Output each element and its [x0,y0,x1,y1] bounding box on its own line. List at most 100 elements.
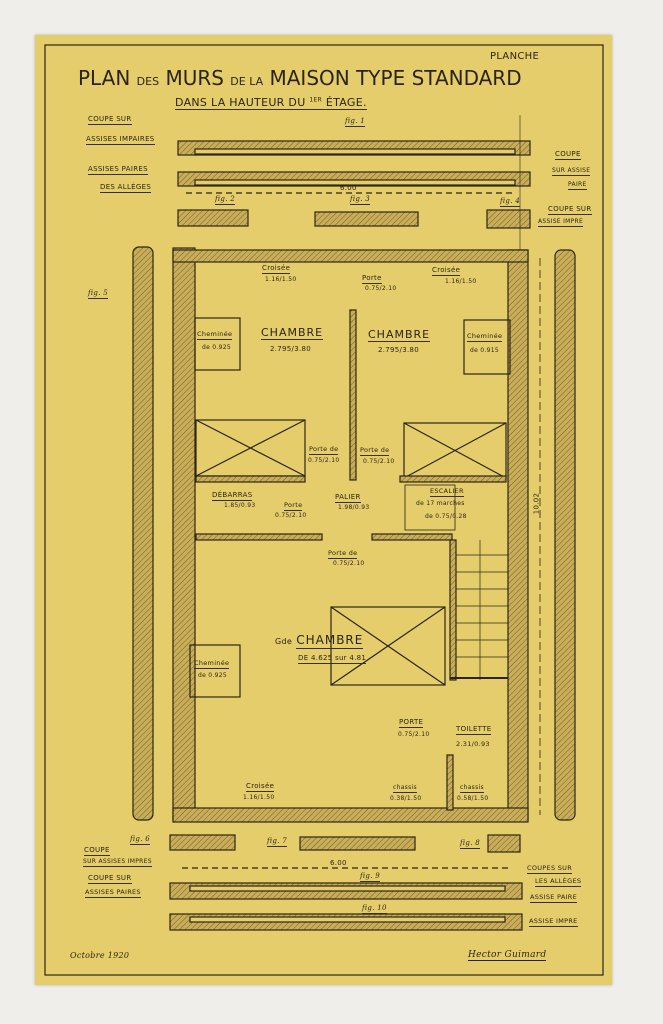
partition [371,533,453,541]
stair-wall [449,539,457,681]
porte-de-1-label: Porte de [309,445,339,455]
fig5-label: fig. 5 [88,289,109,299]
croisee-2-dim: 1.16/1.50 [445,278,477,285]
date: Octobre 1920 [70,951,130,960]
cheminee-1-label: Cheminée [197,330,233,340]
chambre-2-dim: 2.795/3.80 [378,346,419,354]
porte-debarras-dim: 0.75/2.10 [275,512,307,519]
fireplace-3 [189,644,241,698]
label-coupe-sur-bottom: Coupe sur [88,874,132,884]
signature: Hector Guimard [468,950,547,961]
toilet-partition [446,754,454,811]
fireplace-2 [463,319,511,375]
porte-debarras-label: Porte [284,501,303,511]
south-wall [172,807,529,823]
porte-de-3-label: Porte de [328,549,358,559]
label-assise-imp-bottom: Assise impre [529,917,578,927]
cheminee-1-dim: de 0.925 [202,344,231,351]
fig6-label: fig. 6 [130,835,151,845]
fig7-wall [299,836,416,851]
label-paire: paire [568,181,587,190]
label-des-alleges: des Allèges [100,183,152,193]
chassis-2-dim: 0.58/1.50 [457,795,489,802]
height-dimension: 10.02 [532,492,541,515]
grande-chambre-dim: DE 4.625 sur 4.81 [298,654,367,664]
label-coupe-bottom: Coupe [84,846,110,856]
east-wall [507,249,529,821]
porte-toilette-label: PORTE [399,718,424,728]
escalier-marches: de 17 marches [416,500,465,507]
porte-de-2-label: Porte de [360,446,390,456]
fig6-wall [169,834,236,851]
west-wall [172,247,196,821]
cheminee-2-label: Cheminée [467,332,503,342]
fig10-label: fig. 10 [362,904,387,914]
label-coupe: Coupe [555,150,581,160]
toilette-dim: 2.31/0.93 [456,740,490,748]
escalier-dim: de 0.75/0.28 [425,513,467,520]
fig9-label: fig. 9 [360,872,381,882]
label-les-alleges: les Allèges [535,877,582,887]
central-partition [349,309,357,481]
stair-box [404,484,456,531]
chassis-1-dim: 0.38/1.50 [390,795,422,802]
fig3-wall [314,211,419,227]
porte-toilette-dim: 0.75/2.10 [398,731,430,738]
croisee-1-label: Croisée [262,264,291,274]
fireplace-1 [194,317,241,371]
croisee-2-label: Croisée [432,266,461,276]
title: PLAN DES MURS DE LA MAISON TYPE STANDARD [78,66,522,90]
partition [399,475,507,483]
chassis-1-label: chassis [393,784,417,793]
fig8-wall [487,834,521,853]
fig10-wall [169,913,523,931]
fig7-label: fig. 7 [267,837,288,847]
chambre-1-label: CHAMBRE [261,326,324,340]
subtitle: DANS LA HAUTEUR DU 1ER ÉTAGE. [175,96,367,110]
palier-label: PALIER [335,493,361,503]
sheet-border [44,44,604,976]
porte-top-dim: 0.75/2.10 [365,285,397,292]
fig8-label: fig. 8 [460,839,481,849]
fig2-label: fig. 2 [215,195,236,205]
label-sur-assises-imp: sur assises impres [83,858,152,867]
dimension-6-00: 6.00 [340,184,357,192]
bed-large [330,606,446,686]
cheminee-3-dim: de 0.925 [198,672,227,679]
porte-de-3-dim: 0.75/2.10 [333,560,365,567]
grande-chambre-label: Gde CHAMBRE [275,633,364,649]
dimension-6-00-bottom: 6.00 [330,859,347,867]
label-assises-paires-bottom: Assises paires [85,888,141,898]
fig4-label: fig. 4 [500,197,521,207]
label-coupe-sur-right: Coupe sur [548,205,592,215]
label-assise-imp: assise impre [538,218,584,227]
croisee-3-label: Croisée [246,782,275,792]
stair-steps [450,540,508,680]
fig4-wall [486,209,531,229]
porte-de-2-dim: 0.75/2.10 [363,458,395,465]
partition [195,475,306,483]
planche-label: PLANCHE [490,51,540,62]
palier-dim: 1.98/0.93 [338,504,370,511]
fig1-wall-paires [177,171,531,187]
fig5-wall-left [132,246,154,821]
label-assises-paires: Assises paires [88,165,148,175]
debarras-label: DÉBARRAS [212,491,253,501]
cheminee-3-label: Cheminée [194,659,230,669]
chambre-2-label: CHAMBRE [368,328,431,342]
fig1-wall-impaires [177,140,531,156]
chassis-2-label: chassis [460,784,484,793]
label-assise-paire: Assise paire [530,893,578,903]
north-wall [172,249,529,263]
toilette-label: TOILETTE [456,725,492,735]
label-assises-impaires: Assises impaires [86,135,155,145]
label-coupes-sur: Coupes sur [527,864,573,874]
porte-de-1-dim: 0.75/2.10 [308,457,340,464]
label-coupe-sur: Coupe sur [88,115,132,125]
croisee-3-dim: 1.16/1.50 [243,794,275,801]
fig3-label: fig. 3 [350,195,371,205]
escalier-label: ESCALIER [430,487,464,497]
croisee-1-dim: 1.16/1.50 [265,276,297,283]
fig9-wall [169,882,523,900]
